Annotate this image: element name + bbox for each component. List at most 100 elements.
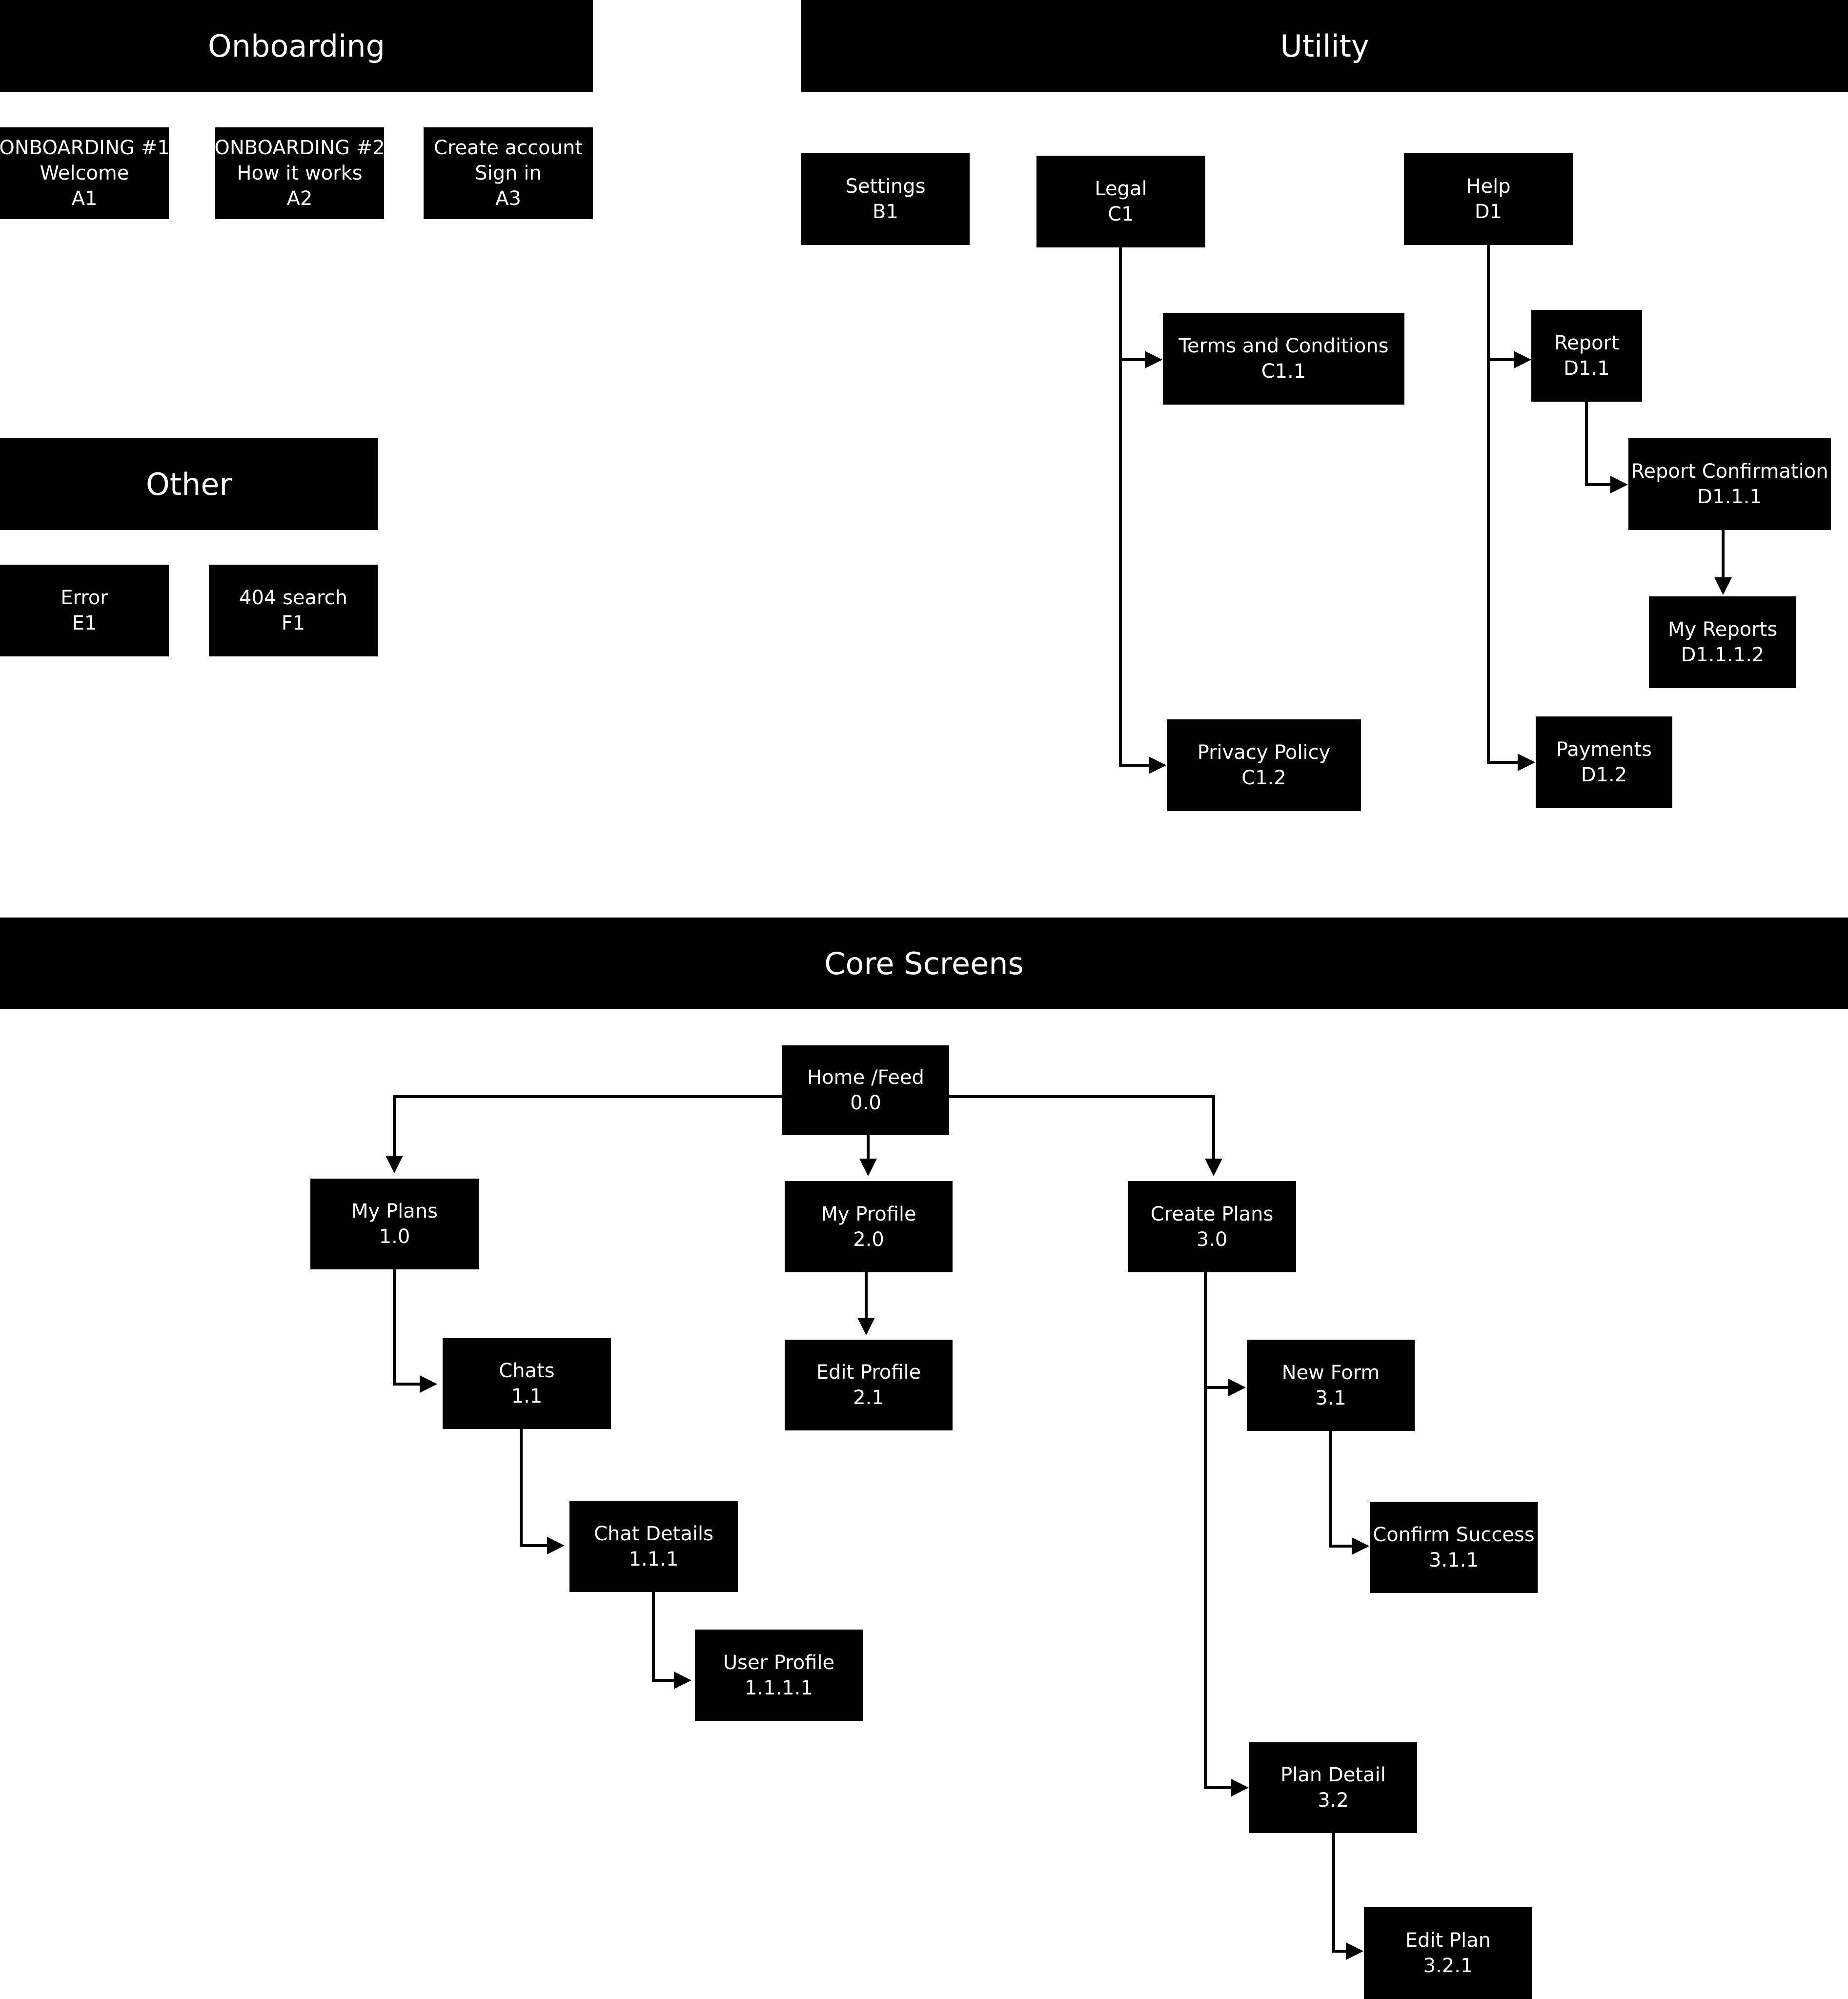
node-title: My Plans [351, 1200, 438, 1223]
node-title: Report [1554, 332, 1619, 354]
connector-myplans-to-chats [393, 1269, 437, 1393]
node-title: Chat Details [594, 1522, 713, 1545]
screen-node-3-2-1[interactable]: Edit Plan 3.2.1 [1364, 1907, 1532, 1999]
screen-node-0-0[interactable]: Home /Feed 0.0 [782, 1045, 949, 1135]
screen-node-d1[interactable]: Help D1 [1404, 153, 1573, 245]
node-code: C1.2 [1241, 767, 1286, 789]
screen-node-c1-2[interactable]: Privacy Policy C1.2 [1167, 719, 1361, 811]
section-title: Onboarding [207, 28, 385, 64]
connector-plandetail-to-editplan [1332, 1833, 1363, 1960]
screen-node-b1[interactable]: Settings B1 [801, 153, 970, 245]
node-subtitle: How it works [237, 162, 363, 184]
node-title: Edit Profile [816, 1361, 921, 1384]
node-code: C1 [1108, 203, 1134, 225]
node-title: Privacy Policy [1197, 741, 1331, 764]
node-title: Confirm Success [1373, 1523, 1535, 1546]
connector-chats-to-chatdetails [520, 1429, 565, 1554]
screen-node-3-1[interactable]: New Form 3.1 [1247, 1340, 1415, 1431]
screen-node-d1-2[interactable]: Payments D1.2 [1536, 716, 1672, 808]
node-title: New Form [1281, 1361, 1380, 1384]
node-code: 3.2.1 [1423, 1955, 1473, 1977]
section-header-onboarding: Onboarding [0, 0, 593, 92]
screen-node-e1[interactable]: Error E1 [0, 565, 169, 656]
connector-createplans-to-plandetail [1204, 1387, 1249, 1796]
section-header-core-screens: Core Screens [0, 918, 1848, 1009]
node-code: F1 [281, 612, 305, 634]
node-code: 3.1.1 [1429, 1549, 1479, 1571]
node-code: 3.0 [1196, 1228, 1228, 1251]
node-code: 1.1 [511, 1385, 543, 1407]
connector-createplans-to-newform [1204, 1272, 1246, 1396]
node-code: B1 [873, 201, 898, 223]
section-header-other: Other [0, 438, 378, 530]
node-code: A2 [286, 187, 313, 210]
connector-legal-to-terms [1119, 247, 1162, 368]
node-code: E1 [72, 612, 97, 634]
screen-node-c1[interactable]: Legal C1 [1036, 156, 1205, 247]
node-code: 1.0 [379, 1225, 410, 1248]
node-title: User Profile [723, 1651, 835, 1674]
node-code: D1.1.1.2 [1681, 644, 1765, 666]
node-code: A3 [495, 187, 521, 210]
node-code: 1.1.1.1 [745, 1676, 813, 1699]
node-code: C1.1 [1261, 360, 1306, 383]
connector-help-to-report [1487, 245, 1531, 368]
screen-node-3-2[interactable]: Plan Detail 3.2 [1249, 1742, 1417, 1833]
screen-node-3-1-1[interactable]: Confirm Success 3.1.1 [1370, 1502, 1538, 1593]
node-title: Payments [1556, 738, 1652, 761]
node-title: Plan Detail [1280, 1764, 1386, 1786]
screen-node-d1-1-1-2[interactable]: My Reports D1.1.1.2 [1649, 596, 1796, 688]
screen-node-d1-1[interactable]: Report D1.1 [1531, 310, 1642, 402]
node-title: Create account [434, 137, 583, 159]
node-code: 1.1.1 [629, 1548, 679, 1571]
node-code: 2.0 [853, 1228, 884, 1251]
screen-node-1-1-1[interactable]: Chat Details 1.1.1 [569, 1501, 738, 1592]
node-title: Home /Feed [807, 1066, 924, 1089]
node-code: D1.1.1 [1697, 486, 1762, 508]
section-title: Other [145, 466, 232, 502]
section-title: Core Screens [824, 945, 1024, 981]
section-title: Utility [1280, 28, 1369, 64]
connector-help-to-payments [1487, 360, 1535, 771]
connector-report-to-confirmation [1585, 402, 1628, 493]
connector-home-to-createplans [949, 1095, 1222, 1176]
section-header-utility: Utility [801, 0, 1848, 92]
node-title: ONBOARDING #2 [214, 137, 385, 159]
node-subtitle: Sign in [475, 162, 542, 184]
connector-chatdetails-to-userprofile [652, 1592, 691, 1689]
connector-legal-to-privacy [1119, 360, 1166, 774]
screen-node-c1-1[interactable]: Terms and Conditions C1.1 [1163, 313, 1404, 405]
screen-node-1-0[interactable]: My Plans 1.0 [310, 1179, 479, 1269]
screen-node-a2[interactable]: ONBOARDING #2 How it works A2 [214, 127, 385, 219]
node-code: 2.1 [853, 1387, 884, 1409]
screen-node-a1[interactable]: ONBOARDING #1 Welcome A1 [0, 127, 170, 219]
node-code: D1.1 [1564, 357, 1610, 380]
node-code: D1 [1474, 201, 1503, 223]
node-title: My Profile [821, 1203, 916, 1225]
connector-home-to-myplans [386, 1095, 782, 1173]
node-title: 404 search [239, 587, 347, 609]
node-title: Report Confirmation [1631, 460, 1828, 483]
node-code: A1 [71, 187, 98, 210]
screen-node-3-0[interactable]: Create Plans 3.0 [1128, 1181, 1296, 1272]
screen-node-d1-1-1[interactable]: Report Confirmation D1.1.1 [1628, 438, 1831, 530]
node-code: 0.0 [850, 1092, 881, 1114]
connector-newform-to-confirm [1329, 1431, 1369, 1555]
screen-node-1-1-1-1[interactable]: User Profile 1.1.1.1 [695, 1630, 863, 1721]
screen-node-2-1[interactable]: Edit Profile 2.1 [785, 1340, 953, 1430]
node-title: Settings [845, 175, 926, 198]
screen-node-a3[interactable]: Create account Sign in A3 [424, 127, 593, 219]
node-title: Terms and Conditions [1178, 335, 1389, 357]
screen-node-f1[interactable]: 404 search F1 [209, 565, 378, 656]
node-title: Edit Plan [1405, 1929, 1491, 1952]
node-code: D1.2 [1581, 764, 1627, 786]
node-subtitle: Welcome [40, 162, 129, 184]
node-title: Chats [499, 1360, 555, 1382]
node-title: Help [1466, 175, 1511, 198]
screen-node-2-0[interactable]: My Profile 2.0 [785, 1181, 953, 1272]
node-code: 3.2 [1318, 1789, 1349, 1812]
node-title: ONBOARDING #1 [0, 137, 170, 159]
node-title: Legal [1095, 178, 1147, 200]
screen-node-1-1[interactable]: Chats 1.1 [443, 1338, 611, 1429]
